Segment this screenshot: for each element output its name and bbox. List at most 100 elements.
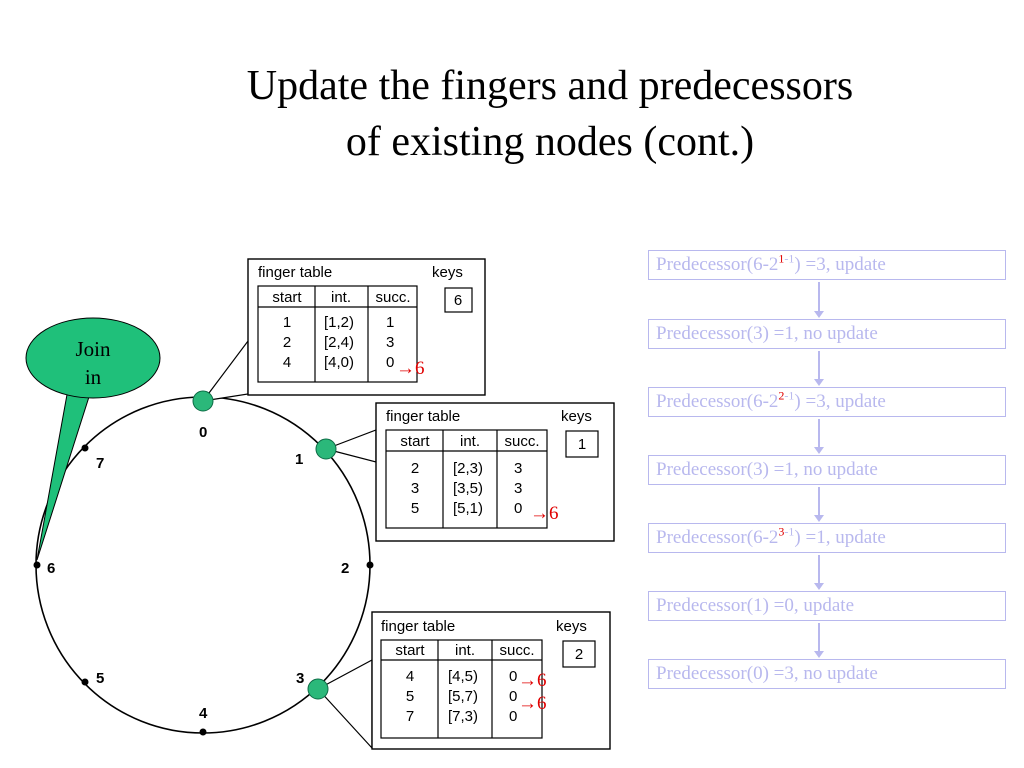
flow-arrow xyxy=(814,555,824,590)
cell-start: 1 xyxy=(283,314,291,331)
col-header-start: start xyxy=(272,289,302,306)
col-header-start: start xyxy=(395,642,425,659)
col-header-start: start xyxy=(400,433,430,450)
cell-start: 3 xyxy=(411,480,419,497)
step-box-5: Predecessor(6-23-1) =1, update xyxy=(648,523,1006,553)
step-text: Predecessor(0) =3, no update xyxy=(656,663,878,684)
node-label-6: 6 xyxy=(47,560,55,577)
cell-succ: 0 xyxy=(509,708,517,725)
step-exponent-highlight: 1 xyxy=(778,251,785,266)
finger-table-node-1: finger table keys 1 start int. succ. 2 [… xyxy=(375,402,615,542)
node-label-7: 7 xyxy=(96,455,104,472)
succ-update-marker: →6 xyxy=(396,358,425,379)
node-label-3: 3 xyxy=(296,670,304,687)
keys-label: keys xyxy=(432,264,463,281)
cell-start: 5 xyxy=(406,688,414,705)
ring-point-5 xyxy=(81,678,89,686)
cell-int: [7,3) xyxy=(448,708,478,725)
step-text: Predecessor(6-2 xyxy=(656,527,779,548)
step-text: ) =3, update xyxy=(794,391,886,412)
title-line-1: Update the fingers and predecessors xyxy=(246,63,854,109)
callout-connector-node-0 xyxy=(202,339,249,402)
node-label-2: 2 xyxy=(341,560,349,577)
step-exponent-highlight: 2 xyxy=(778,388,785,403)
step-box-1: Predecessor(6-21-1) =3, update xyxy=(648,250,1006,280)
col-header-succ: succ. xyxy=(504,433,539,450)
ring-point-6 xyxy=(33,561,41,569)
col-header-int: int. xyxy=(331,289,351,306)
cell-int: [2,4) xyxy=(324,334,354,351)
flow-arrow xyxy=(814,419,824,454)
flow-arrow xyxy=(814,351,824,386)
finger-table-header: finger table xyxy=(386,408,460,425)
node-3 xyxy=(307,678,329,700)
cell-succ: 0 xyxy=(514,500,522,517)
step-box-2: Predecessor(3) =1, no update xyxy=(648,319,1006,349)
cell-succ: 0 xyxy=(386,354,394,371)
keys-label: keys xyxy=(561,408,592,425)
ring-point-2 xyxy=(366,561,374,569)
cell-int: [1,2) xyxy=(324,314,354,331)
cell-int: [5,1) xyxy=(453,500,483,517)
keys-value: 2 xyxy=(575,646,583,663)
step-text: Predecessor(6-2 xyxy=(656,391,779,412)
node-label-5: 5 xyxy=(96,670,104,687)
succ-update-marker: →6 xyxy=(530,503,559,524)
finger-table-node-3: finger table keys 2 start int. succ. 4 [… xyxy=(371,611,611,750)
slide-title: Update the fingers and predecessors of e… xyxy=(120,58,980,170)
ring-point-4 xyxy=(199,728,207,736)
col-header-int: int. xyxy=(455,642,475,659)
flow-arrow xyxy=(814,487,824,522)
cell-succ: 3 xyxy=(514,480,522,497)
flow-arrow xyxy=(814,282,824,318)
step-box-4: Predecessor(3) =1, no update xyxy=(648,455,1006,485)
cell-int: [3,5) xyxy=(453,480,483,497)
cell-succ: 0 xyxy=(509,688,517,705)
cell-int: [4,0) xyxy=(324,354,354,371)
step-text: Predecessor(6-2 xyxy=(656,254,779,275)
node-label-1: 1 xyxy=(295,451,303,468)
step-exponent-highlight: 3 xyxy=(778,524,785,539)
step-exponent: -1 xyxy=(784,251,795,266)
step-exponent: -1 xyxy=(784,524,795,539)
step-exponent: -1 xyxy=(784,388,795,403)
keys-value: 6 xyxy=(454,292,462,309)
cell-start: 2 xyxy=(411,460,419,477)
node-label-4: 4 xyxy=(199,705,208,722)
title-line-2: of existing nodes (cont.) xyxy=(345,119,755,165)
col-header-int: int. xyxy=(460,433,480,450)
step-text: ) =3, update xyxy=(794,254,886,275)
succ-update-marker: →6 xyxy=(518,693,547,714)
flow-arrow xyxy=(814,623,824,658)
step-text: Predecessor(3) =1, no update xyxy=(656,323,878,344)
keys-value: 1 xyxy=(578,436,586,453)
step-text: Predecessor(1) =0, update xyxy=(656,595,855,616)
cell-start: 4 xyxy=(283,354,291,371)
cell-start: 7 xyxy=(406,708,414,725)
cell-succ: 3 xyxy=(514,460,522,477)
cell-start: 4 xyxy=(406,668,414,685)
succ-update-marker: →6 xyxy=(518,670,547,691)
node-label-0: 0 xyxy=(199,424,207,441)
col-header-succ: succ. xyxy=(375,289,410,306)
cell-succ: 1 xyxy=(386,314,394,331)
callout-connector-node-3 xyxy=(317,658,373,750)
join-callout-line-2: in xyxy=(85,365,102,389)
cell-succ: 3 xyxy=(386,334,394,351)
cell-int: [5,7) xyxy=(448,688,478,705)
col-header-succ: succ. xyxy=(499,642,534,659)
finger-table-header: finger table xyxy=(258,264,332,281)
step-text: Predecessor(3) =1, no update xyxy=(656,459,878,480)
ring-point-7 xyxy=(81,444,89,452)
cell-succ: 0 xyxy=(509,668,517,685)
step-text: ) =1, update xyxy=(794,527,886,548)
cell-start: 2 xyxy=(283,334,291,351)
node-1 xyxy=(315,438,337,460)
join-callout-line-1: Join xyxy=(75,337,111,361)
cell-int: [4,5) xyxy=(448,668,478,685)
step-box-6: Predecessor(1) =0, update xyxy=(648,591,1006,621)
step-box-3: Predecessor(6-22-1) =3, update xyxy=(648,387,1006,417)
join-callout-bubble xyxy=(25,317,161,399)
keys-label: keys xyxy=(556,618,587,635)
